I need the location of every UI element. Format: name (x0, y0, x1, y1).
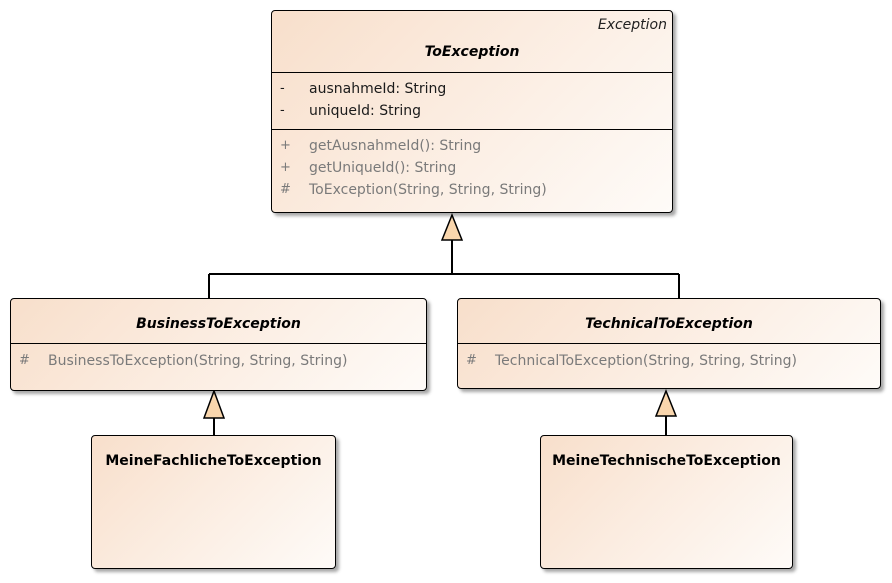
class-name: BusinessToException (136, 316, 301, 332)
operation-text: getAusnahmeId(): String (309, 138, 482, 154)
attribute-text: ausnahmeId: String (309, 81, 447, 97)
class-meine-fachliche-to-exception[interactable]: MeineFachlicheToException (91, 435, 336, 569)
class-to-exception[interactable]: Exception ToException - ausnahmeId: Stri… (271, 10, 673, 213)
visibility-marker: - (280, 103, 285, 118)
visibility-marker: # (466, 353, 477, 368)
class-name: TechnicalToException (585, 316, 753, 332)
compartment-divider (11, 343, 426, 344)
operation-text: TechnicalToException(String, String, Str… (495, 353, 797, 369)
class-name: ToException (424, 44, 520, 60)
generalization-arrow-technical (654, 388, 678, 417)
operation-text: getUniqueId(): String (309, 160, 457, 176)
visibility-marker: # (19, 353, 30, 368)
class-meine-technische-to-exception[interactable]: MeineTechnischeToException (540, 435, 793, 569)
operation-text: BusinessToException(String, String, Stri… (48, 353, 348, 369)
compartment-divider (272, 72, 672, 73)
class-name: MeineFachlicheToException (105, 453, 322, 469)
operation-text: ToException(String, String, String) (309, 182, 547, 198)
compartment-divider (458, 343, 880, 344)
compartment-divider (272, 129, 672, 130)
attribute-text: uniqueId: String (309, 103, 421, 119)
visibility-marker: + (280, 138, 291, 153)
visibility-marker: - (280, 81, 285, 96)
stereotype-label: Exception (597, 17, 667, 33)
class-technical-to-exception[interactable]: TechnicalToException # TechnicalToExcept… (457, 298, 881, 389)
class-business-to-exception[interactable]: BusinessToException # BusinessToExceptio… (10, 298, 427, 391)
class-name: MeineTechnischeToException (552, 453, 781, 469)
generalization-arrow-to-exception (440, 212, 464, 241)
visibility-marker: # (280, 182, 291, 197)
visibility-marker: + (280, 160, 291, 175)
generalization-arrow-business (202, 388, 226, 419)
